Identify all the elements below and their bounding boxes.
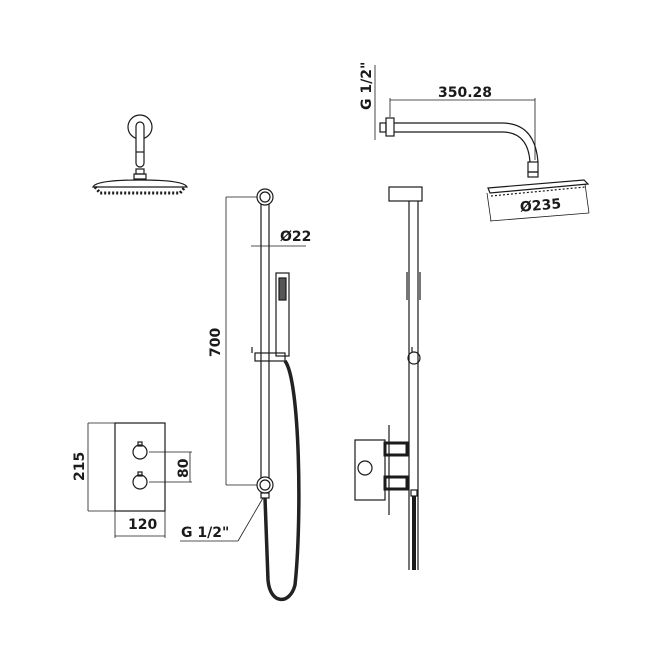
arm-thread-label: G 1/2" xyxy=(359,61,375,110)
valve-front-view xyxy=(114,422,166,512)
dimension-lines xyxy=(87,65,590,542)
rail-diameter-label: Ø22 xyxy=(280,229,312,245)
front-shower-head-view xyxy=(92,114,188,195)
valve-height-label: 215 xyxy=(72,451,88,481)
outlet-thread-label: G 1/2" xyxy=(181,525,230,541)
head-diameter-label: Ø235 xyxy=(519,196,562,216)
valve-spacing-label: 80 xyxy=(176,458,192,478)
system-side-view xyxy=(354,117,590,570)
arm-length-label: 350.28 xyxy=(438,85,493,101)
valve-width-label: 120 xyxy=(128,517,158,533)
riser-rail-front-view xyxy=(251,188,301,602)
rail-height-label: 700 xyxy=(208,327,224,357)
